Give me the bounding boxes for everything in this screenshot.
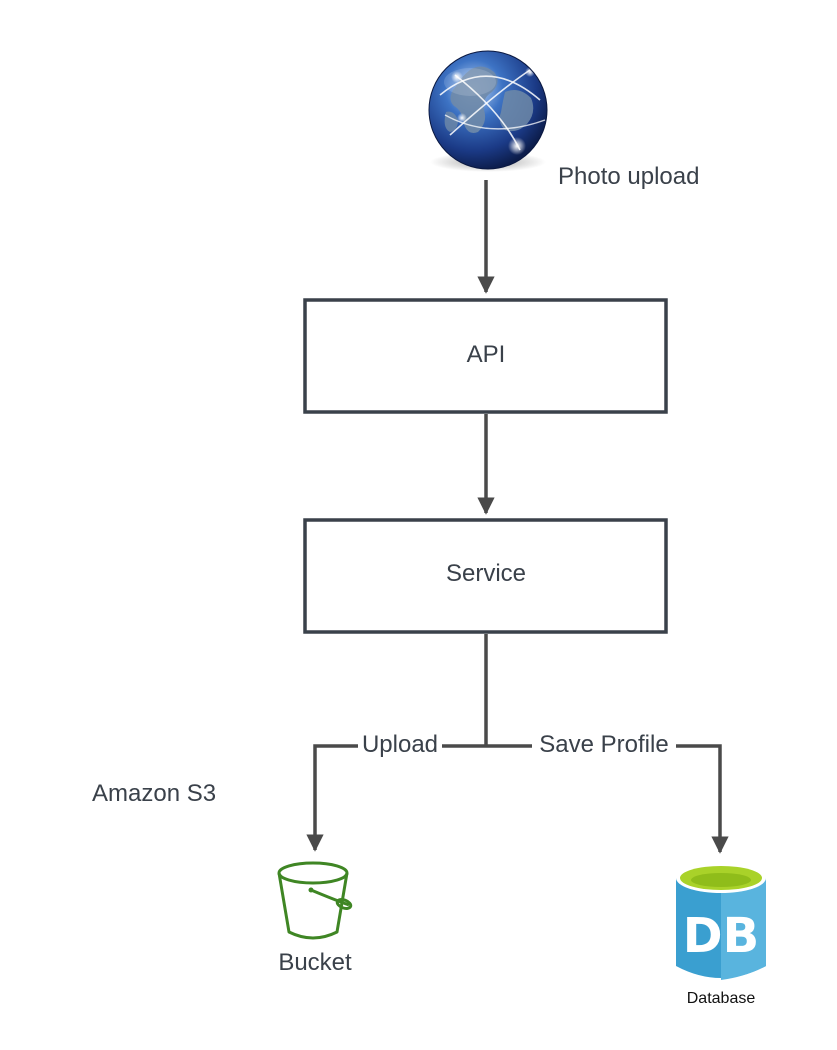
service-box[interactable]: Service xyxy=(303,518,668,634)
api-box[interactable]: API xyxy=(303,298,668,414)
upload-label-bg xyxy=(358,732,442,760)
database-label: Database xyxy=(687,990,756,1007)
bucket-icon[interactable] xyxy=(277,861,353,940)
photo-upload-label: Photo upload xyxy=(558,163,699,190)
save-profile-edge-label: Save Profile xyxy=(539,731,668,758)
database-icon[interactable]: DB xyxy=(676,863,766,980)
upload-edge-label: Upload xyxy=(362,731,438,758)
service-label: Service xyxy=(446,560,526,587)
api-label: API xyxy=(467,341,506,368)
save-profile-label-bg xyxy=(532,732,676,760)
db-icon-text: DB xyxy=(683,908,759,964)
amazon-s3-label: Amazon S3 xyxy=(92,780,216,807)
globe-icon xyxy=(428,50,548,172)
edge-upload xyxy=(306,744,486,852)
edge-save-profile xyxy=(486,744,729,854)
bucket-label: Bucket xyxy=(278,949,352,976)
